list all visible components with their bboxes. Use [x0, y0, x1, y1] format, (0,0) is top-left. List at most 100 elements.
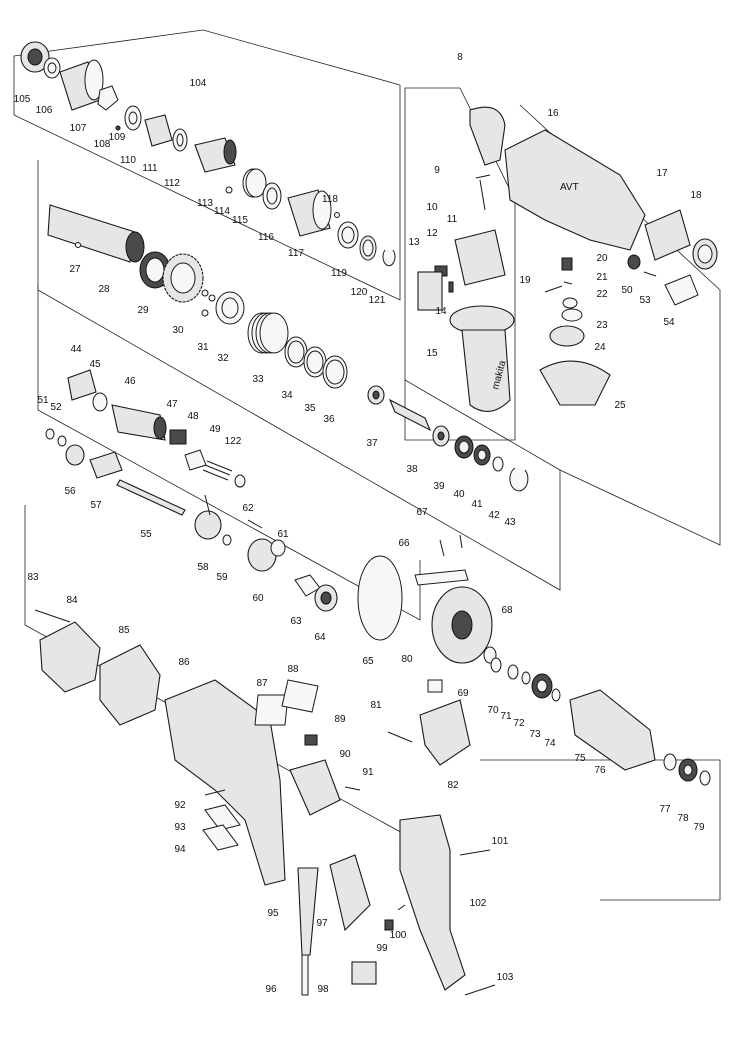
part-9-clamp — [469, 106, 506, 166]
part-50-seal — [627, 254, 641, 270]
part-37-bushing — [367, 385, 385, 405]
callout-76: 76 — [594, 765, 606, 776]
part-101-screw — [459, 849, 491, 856]
part-120-ring — [359, 235, 377, 261]
part-88-label — [281, 679, 319, 713]
part-28-tool-holder — [47, 204, 145, 263]
callout-105: 105 — [14, 94, 31, 105]
part-59-ring — [222, 534, 232, 546]
callout-labels: 8910111213141516171819202122232425272829… — [14, 52, 705, 995]
callout-113: 113 — [197, 198, 213, 209]
part-18-ring — [692, 238, 718, 270]
callout-18: 18 — [690, 190, 702, 201]
callout-119: 119 — [331, 268, 347, 279]
part-25-cover — [539, 360, 611, 406]
callout-80: 80 — [401, 654, 413, 665]
callout-49: 49 — [209, 424, 221, 435]
part-24-knob — [549, 325, 585, 347]
callout-23: 23 — [596, 320, 608, 331]
part-39-seal — [432, 425, 450, 447]
part-110-washer — [124, 105, 142, 131]
part-49-spring — [202, 460, 233, 481]
part-58-lever — [194, 494, 222, 540]
part-62-screw — [247, 519, 263, 529]
part-64-bearing — [314, 584, 338, 612]
callout-62: 62 — [242, 503, 254, 514]
part-90-switch-holder — [289, 759, 341, 816]
part-83-screw — [34, 609, 71, 623]
callout-116: 116 — [258, 232, 274, 243]
callout-44: 44 — [70, 344, 82, 355]
part-115-spring — [242, 168, 267, 198]
callout-41: 41 — [471, 499, 483, 510]
callout-97: 97 — [316, 918, 328, 929]
callout-48: 48 — [187, 411, 199, 422]
part-98-terminal — [351, 961, 377, 985]
part-16-gear-housing: AVT — [504, 129, 646, 251]
part-113-chuck — [194, 137, 237, 173]
part-15-side-handle: makita — [449, 305, 515, 412]
part-107-sleeve — [59, 59, 104, 111]
callout-98: 98 — [317, 984, 329, 995]
part-54-bracket — [664, 274, 699, 306]
part-77-washer — [663, 753, 677, 771]
callout-101: 101 — [492, 836, 509, 847]
part-109-pin — [115, 125, 121, 131]
callout-79: 79 — [693, 822, 705, 833]
callout-93: 93 — [174, 822, 186, 833]
callout-68: 68 — [501, 605, 513, 616]
callout-46: 46 — [124, 376, 136, 387]
callout-57: 57 — [90, 500, 102, 511]
callout-78: 78 — [677, 813, 689, 824]
callout-95: 95 — [267, 908, 279, 919]
callout-21: 21 — [596, 272, 608, 283]
housing-marking: AVT — [560, 182, 579, 193]
part-93-label — [204, 804, 241, 831]
callout-13: 13 — [408, 237, 420, 248]
part-41-ring — [473, 444, 491, 466]
callout-96: 96 — [265, 984, 277, 995]
part-89-clip — [304, 734, 318, 746]
part-118-ball — [334, 212, 340, 218]
part-94-label — [202, 824, 239, 851]
part-95-cord-guard — [297, 867, 319, 956]
callout-11: 11 — [447, 214, 458, 225]
part-122-ring — [234, 474, 246, 488]
callout-83: 83 — [27, 572, 39, 583]
callout-47: 47 — [166, 399, 178, 410]
callout-120: 120 — [351, 287, 368, 298]
callout-40: 40 — [453, 489, 465, 500]
callout-53: 53 — [639, 295, 651, 306]
callout-106: 106 — [36, 105, 53, 116]
part-114-ball — [225, 186, 233, 194]
callout-20: 20 — [596, 253, 608, 264]
part-20-knob — [561, 257, 573, 271]
callout-15: 15 — [426, 348, 438, 359]
group-frame-83-103 — [24, 505, 416, 841]
callout-72: 72 — [513, 718, 525, 729]
part-67-screws — [439, 534, 463, 557]
part-42-ring — [492, 456, 504, 472]
callout-25: 25 — [614, 400, 626, 411]
part-52-washer — [57, 435, 67, 447]
callout-56: 56 — [64, 486, 76, 497]
part-73-bearing — [531, 673, 553, 699]
callout-61: 61 — [277, 529, 289, 540]
part-74-ring — [551, 688, 561, 702]
callout-58: 58 — [197, 562, 209, 573]
callout-52: 52 — [50, 402, 62, 413]
group-frame-motor — [480, 759, 721, 901]
callout-66: 66 — [398, 538, 410, 549]
part-78-bearing — [678, 758, 698, 782]
callout-10: 10 — [426, 202, 438, 213]
callout-8: 8 — [457, 52, 463, 63]
part-32-washer — [215, 291, 245, 325]
callout-42: 42 — [488, 510, 500, 521]
part-121-circlip — [382, 249, 396, 267]
callout-87: 87 — [256, 678, 268, 689]
callout-103: 103 — [497, 972, 514, 983]
part-43-circlip — [509, 467, 529, 492]
part-97-switch — [329, 854, 371, 932]
part-119-ring — [337, 221, 359, 249]
